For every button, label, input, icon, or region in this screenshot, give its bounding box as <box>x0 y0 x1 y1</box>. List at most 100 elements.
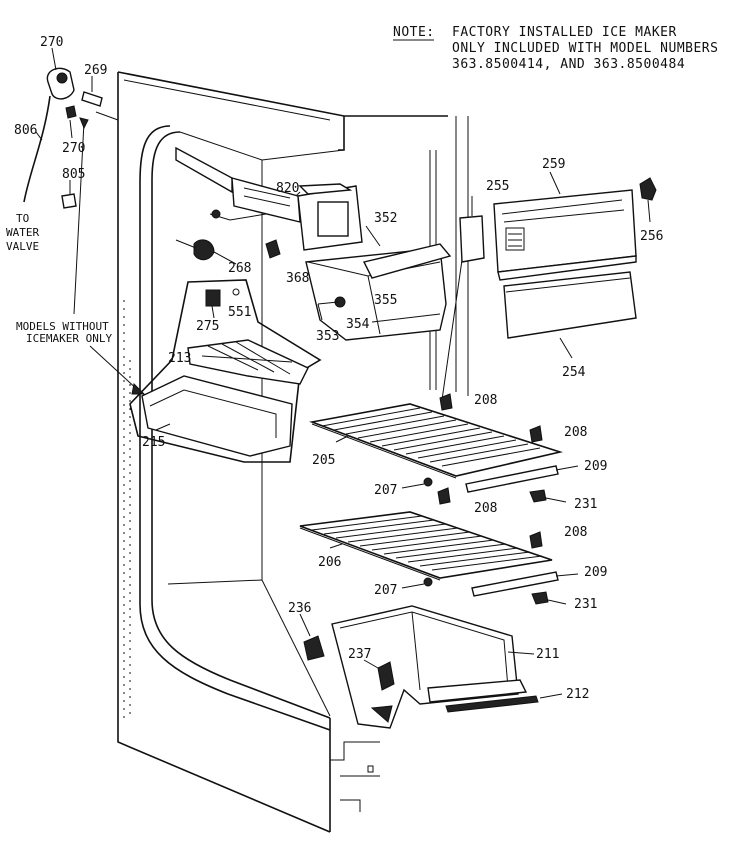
basket-211-rim <box>339 611 509 689</box>
leader-820 <box>295 191 301 197</box>
leader-255-down <box>441 259 463 401</box>
leader-215 <box>155 423 171 431</box>
leader-806 <box>35 131 43 141</box>
label-355: 355 <box>374 293 397 308</box>
leader-256 <box>647 199 651 223</box>
screw-551 <box>232 288 240 296</box>
base-step-3 <box>340 799 361 812</box>
clip-208d <box>529 531 543 549</box>
ice-bucket-edge <box>367 275 381 335</box>
label-207b: 207 <box>374 583 397 598</box>
label-211: 211 <box>536 647 559 662</box>
bar-209a <box>465 465 559 493</box>
leader-212 <box>539 693 563 699</box>
pad-255 <box>459 215 485 263</box>
shelf-205-wires <box>321 407 541 467</box>
shelf-206-front-bar <box>299 527 441 581</box>
label-207a: 207 <box>374 483 397 498</box>
basket-211 <box>331 605 519 729</box>
models-arrowhead-up <box>79 117 89 130</box>
label-551: 551 <box>228 305 251 320</box>
label-237: 237 <box>348 647 371 662</box>
harness-plug <box>211 209 221 219</box>
leader-207a <box>401 483 425 489</box>
nut-270b <box>65 105 77 119</box>
basket-211-back-edge <box>411 611 421 691</box>
evaporator-cover-group <box>441 171 657 401</box>
leader-275 <box>211 305 215 319</box>
water-line-806 <box>23 95 51 203</box>
label-269: 269 <box>84 63 107 78</box>
front-212 <box>445 695 539 713</box>
tray-bin-group <box>129 279 322 463</box>
label-213: 213 <box>168 351 191 366</box>
shaft-353 <box>317 301 339 305</box>
leader-268 <box>213 251 237 265</box>
leader-209b <box>555 573 579 577</box>
label-352: 352 <box>374 211 397 226</box>
label-208b: 208 <box>564 425 587 440</box>
label-236: 236 <box>288 601 311 616</box>
cap-805 <box>61 193 77 209</box>
clip-368 <box>265 239 281 259</box>
lower-shelf-group <box>299 511 579 605</box>
cover-259-ribs <box>501 199 625 223</box>
models-arrowhead-right <box>131 382 146 395</box>
leader-259 <box>549 171 561 195</box>
clip-208a <box>439 393 453 411</box>
label-259: 259 <box>542 157 565 172</box>
leader-254 <box>559 337 573 359</box>
models-arrow-right <box>89 345 141 393</box>
leader-353 <box>317 303 323 321</box>
label-256: 256 <box>640 229 663 244</box>
leader-236 <box>299 613 311 637</box>
ice-maker-group <box>175 146 452 341</box>
label-209b: 209 <box>584 565 607 580</box>
label-215: 215 <box>142 435 165 450</box>
leader-206 <box>329 543 343 549</box>
fill-cup-268 <box>193 239 215 261</box>
tube-269 <box>81 91 103 107</box>
leader-211 <box>507 651 535 655</box>
floor-left <box>167 579 331 717</box>
leader-205 <box>335 435 349 443</box>
label-275: 275 <box>196 319 219 334</box>
cabinet-front-left-edge <box>117 72 331 833</box>
label-254: 254 <box>562 365 586 380</box>
cabinet-top-liner <box>338 116 345 151</box>
basket-group <box>299 605 563 729</box>
upper-shelf-group <box>309 393 579 505</box>
factory-note: NOTE: FACTORY INSTALLED ICE MAKER ONLY I… <box>393 25 718 72</box>
base-step-1 <box>330 741 380 761</box>
ice-tray-cells <box>201 341 293 375</box>
note-line-2: ONLY INCLUDED WITH MODEL NUMBERS <box>452 41 718 56</box>
label-354: 354 <box>346 317 370 332</box>
leader-231b <box>547 599 567 605</box>
basket-shadow <box>370 705 393 723</box>
water-valve-line-2: WATER <box>6 226 39 239</box>
basket-211-front <box>427 679 528 703</box>
ice-maker-top-cover <box>298 183 353 195</box>
ice-bucket-lip <box>371 313 441 323</box>
note-line-3: 363.8500414, AND 363.8500484 <box>452 57 685 72</box>
fitting-270 <box>46 67 75 100</box>
label-270a: 270 <box>40 35 63 50</box>
clip-208c <box>437 487 451 505</box>
fitting-270-nut <box>56 72 68 84</box>
shelf-205-front-bar <box>311 423 457 479</box>
leader-237 <box>363 659 379 669</box>
label-270b: 270 <box>62 141 85 156</box>
fill-cup-stem <box>175 239 197 249</box>
leader-270a <box>51 47 57 71</box>
shelf-206-frame <box>299 511 553 579</box>
cover-259-vent <box>505 227 525 251</box>
label-231a: 231 <box>574 497 597 512</box>
arrow-line-1 <box>95 111 119 121</box>
leader-352 <box>365 225 381 247</box>
inner-back-top <box>261 149 345 161</box>
cover-259-lip <box>497 255 637 281</box>
leader-209a <box>555 465 579 471</box>
label-209a: 209 <box>584 459 607 474</box>
